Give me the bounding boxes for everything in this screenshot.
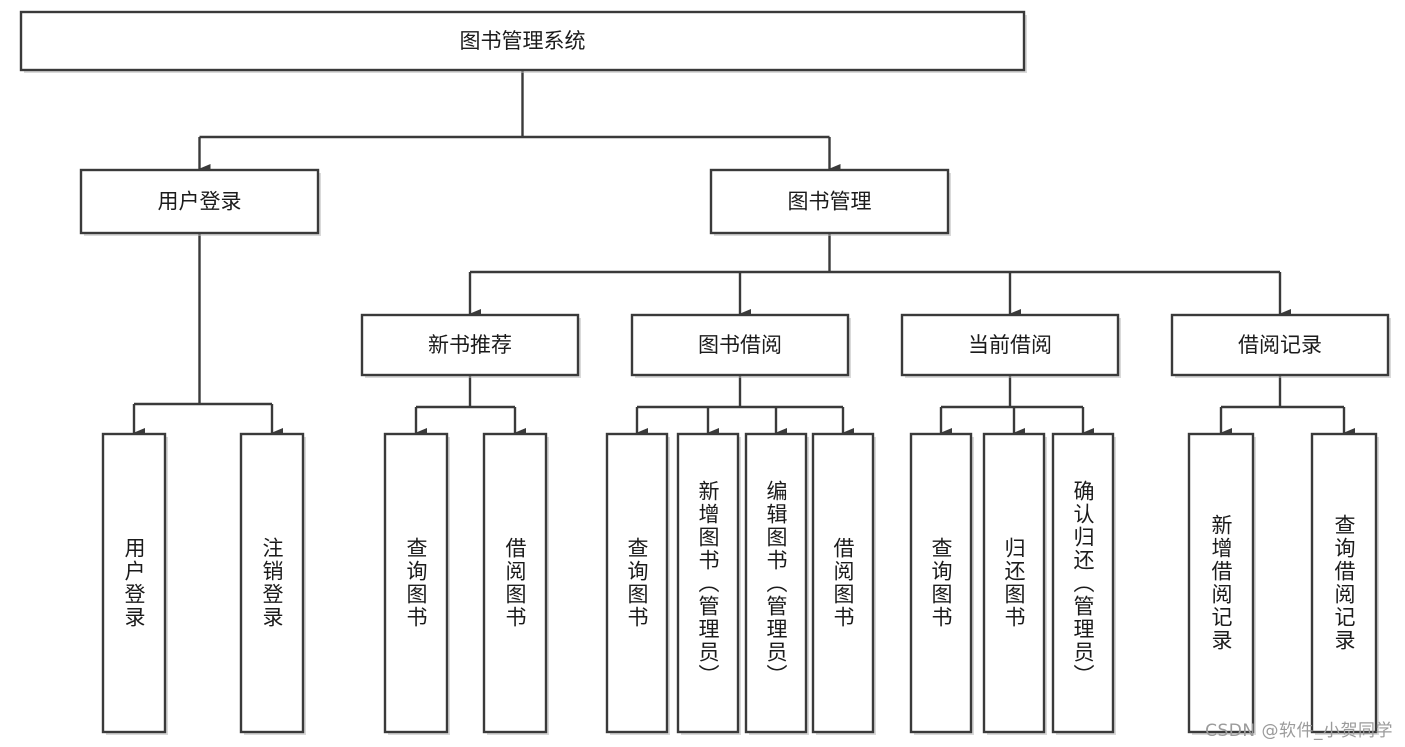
watermark-text: CSDN @软件_小贺同学 [1205, 721, 1393, 741]
connector-group [939, 375, 1094, 438]
level3-node-borrow-record[interactable] [1170, 313, 1391, 378]
level3-node-new-book-recommend[interactable] [360, 313, 581, 378]
connector-group [132, 233, 283, 438]
connector-group [1219, 375, 1355, 438]
level2-node-book-manage[interactable] [709, 168, 951, 236]
node-label: 图书管理系统 [460, 29, 586, 53]
leaf-node-leaf-return-book[interactable] [982, 432, 1047, 735]
leaf-node-leaf-borrow-book-2[interactable] [811, 432, 876, 735]
connector-group [414, 375, 526, 438]
leaf-node-leaf-confirm-return[interactable] [1051, 432, 1116, 735]
node-label: 新书推荐 [428, 333, 512, 357]
level3-node-current-borrow[interactable] [900, 313, 1121, 378]
leaf-node-leaf-query-book-2[interactable] [605, 432, 670, 735]
edges-layer [132, 70, 1355, 438]
node-label: 图书管理 [788, 190, 872, 214]
connector-group [198, 70, 841, 174]
level3-node-book-borrow[interactable] [630, 313, 851, 378]
leaf-node-leaf-query-book-3[interactable] [909, 432, 974, 735]
node-label: 当前借阅 [968, 333, 1052, 357]
level2-node-user-login[interactable] [79, 168, 321, 236]
leaf-node-leaf-edit-book[interactable] [744, 432, 809, 735]
leaf-node-leaf-add-record[interactable] [1187, 432, 1256, 735]
leaf-node-leaf-query-book-1[interactable] [383, 432, 450, 735]
node-label: 图书借阅 [698, 333, 782, 357]
node-label: 用户登录 [158, 190, 242, 214]
node-label: 借阅记录 [1238, 333, 1322, 357]
connector-group [468, 233, 1291, 319]
leaf-node-leaf-add-book[interactable] [676, 432, 741, 735]
leaf-node-leaf-user-login[interactable] [101, 432, 168, 735]
leaf-node-leaf-borrow-book-1[interactable] [482, 432, 549, 735]
connector-group [635, 375, 854, 438]
leaf-node-leaf-logout[interactable] [239, 432, 306, 735]
leaf-node-leaf-query-record[interactable] [1310, 432, 1379, 735]
root-node-root[interactable] [19, 10, 1027, 73]
boxes-layer [19, 10, 1391, 735]
